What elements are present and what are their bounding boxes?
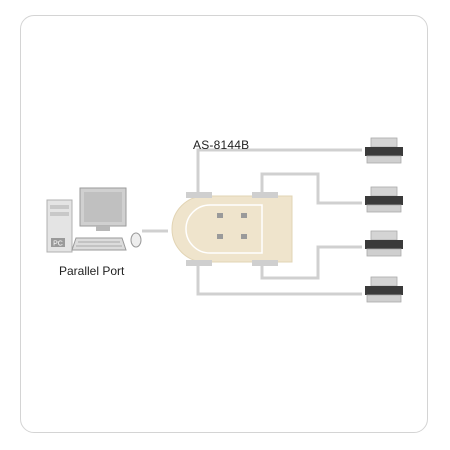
cable-printer-4	[196, 262, 362, 296]
monitor-screen	[84, 192, 122, 222]
computer: PC	[46, 187, 142, 253]
port-connector	[186, 260, 212, 266]
switch-body	[171, 195, 293, 263]
switch-panel-outline	[185, 204, 263, 254]
port-connector	[186, 192, 212, 198]
printer	[365, 186, 403, 213]
printer	[365, 137, 403, 164]
pc-badge: PC	[53, 241, 63, 248]
port-connector	[252, 260, 278, 266]
cable-printer-1	[196, 148, 362, 197]
printer	[365, 276, 403, 303]
switch-led	[241, 234, 247, 239]
switch-led	[217, 234, 223, 239]
device-label: AS-8144B	[193, 138, 250, 152]
cable-printer-2	[260, 172, 362, 205]
pc-badge-box	[51, 238, 65, 247]
cable-printer-3	[260, 245, 362, 280]
cables	[142, 148, 362, 296]
computer-caption: Parallel Port	[59, 264, 125, 278]
mouse	[130, 232, 142, 248]
printer	[365, 230, 403, 257]
port-connector	[252, 192, 278, 198]
switch-device	[171, 192, 293, 266]
switch-led	[241, 213, 247, 218]
keyboard	[71, 237, 127, 251]
switch-led	[217, 213, 223, 218]
